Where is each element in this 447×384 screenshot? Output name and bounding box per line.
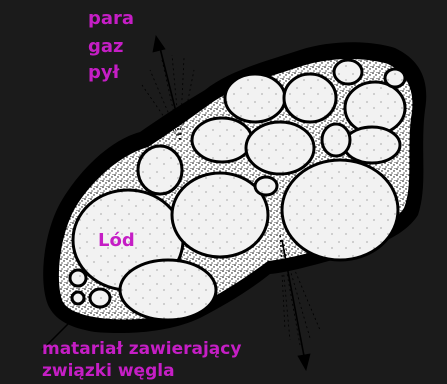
- ice-chunk: [138, 146, 182, 194]
- label-gaz: gaz: [88, 36, 124, 58]
- ice-chunk: [385, 69, 405, 87]
- upper-arrowhead: [153, 36, 165, 52]
- upper-jet-arrow: [160, 48, 178, 120]
- ice-chunk: [72, 292, 84, 304]
- ice-chunk: [246, 122, 314, 174]
- ice-chunk: [192, 118, 252, 162]
- lower-arrowhead: [298, 354, 310, 370]
- label-para: para: [88, 8, 134, 30]
- ice-chunk: [120, 260, 216, 320]
- ice-chunk: [334, 60, 362, 84]
- ice-chunk: [344, 127, 400, 163]
- ice-chunk: [70, 270, 86, 286]
- label-material-line2: związki węgla: [42, 360, 175, 382]
- ice-chunk: [284, 74, 336, 122]
- ice-chunk: [255, 177, 277, 195]
- ice-chunk: [225, 74, 285, 122]
- label-pyl: pył: [88, 62, 119, 84]
- label-material-line1: matariał zawierający: [42, 338, 241, 360]
- label-lod: Lód: [98, 230, 135, 252]
- ice-chunk: [90, 289, 110, 307]
- ice-chunk: [322, 124, 350, 156]
- ice-chunk: [282, 160, 398, 260]
